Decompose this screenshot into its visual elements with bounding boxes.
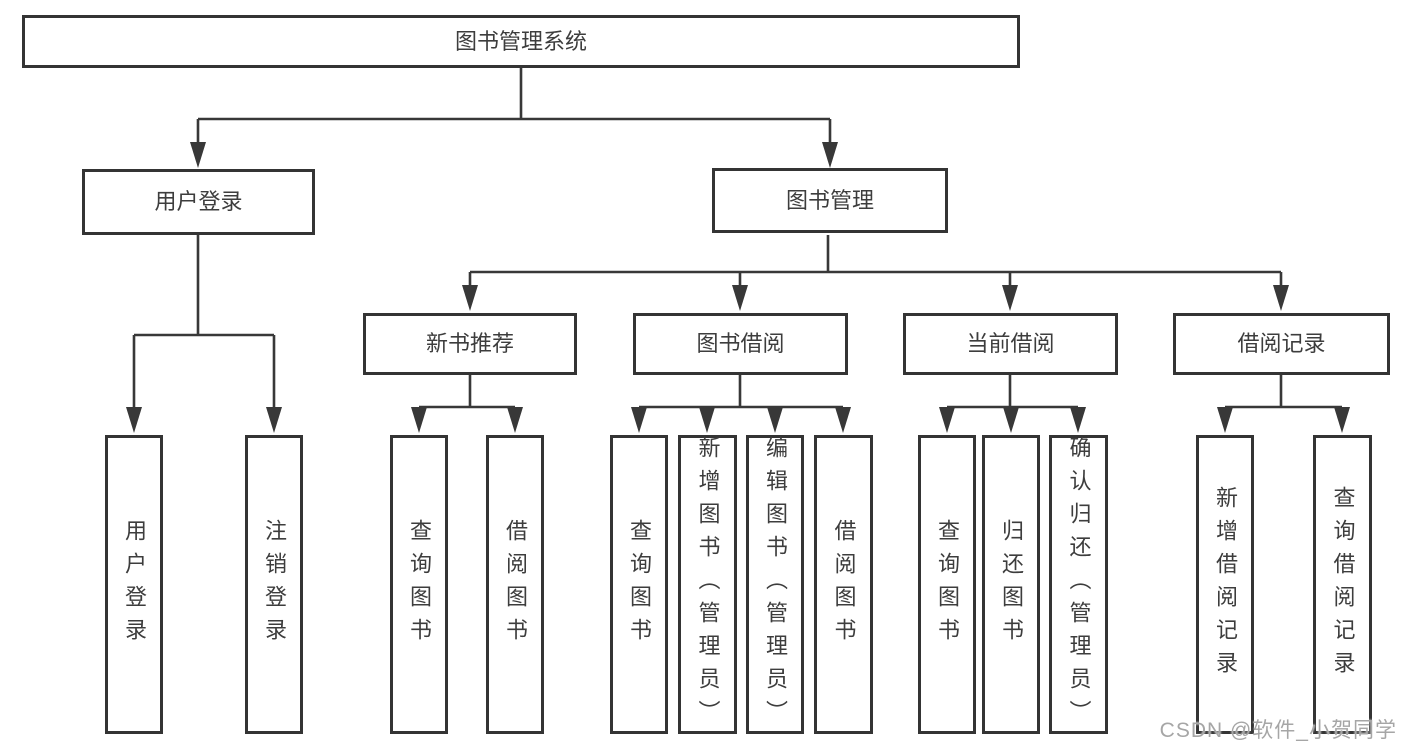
group-borrow-record-box: 借阅记录 xyxy=(1173,313,1390,375)
group-book-borrow-box: 图书借阅 xyxy=(633,313,848,375)
branch-book-management-label: 图书管理 xyxy=(785,187,874,213)
leaf-query-book-2-label: 查询图书 xyxy=(627,518,652,651)
leaf-user-login-box: 用户登录 xyxy=(105,435,163,734)
leaf-query-book-3-label: 查询图书 xyxy=(935,518,960,651)
group-new-book-recommend-label: 新书推荐 xyxy=(425,331,514,356)
root-box-library-system: 图书管理系统 xyxy=(22,15,1020,68)
branch-user-login-box: 用户登录 xyxy=(82,169,315,235)
leaf-query-borrow-record-box: 查询借阅记录 xyxy=(1313,435,1372,734)
leaf-logout-label: 注销登录 xyxy=(262,518,287,651)
leaf-add-borrow-record-box: 新增借阅记录 xyxy=(1196,435,1254,734)
leaf-add-borrow-record-label: 新增借阅记录 xyxy=(1213,485,1238,684)
leaf-query-borrow-record-label: 查询借阅记录 xyxy=(1330,485,1356,684)
leaf-add-book-admin-label: 新增图书（管理员） xyxy=(695,436,721,733)
leaf-user-login-label: 用户登录 xyxy=(122,518,147,651)
group-current-borrow-box: 当前借阅 xyxy=(903,313,1118,375)
leaf-query-book-3-box: 查询图书 xyxy=(918,435,976,734)
branch-user-login-label: 用户登录 xyxy=(154,189,243,214)
leaf-return-book-box: 归还图书 xyxy=(982,435,1040,734)
leaf-edit-book-admin-box: 编辑图书（管理员） xyxy=(746,435,804,734)
leaf-return-book-label: 归还图书 xyxy=(999,518,1024,651)
csdn-watermark: CSDN @软件_小贺同学 xyxy=(1159,719,1397,742)
leaf-query-book-2-box: 查询图书 xyxy=(610,435,668,734)
leaf-borrow-book-1-box: 借阅图书 xyxy=(486,435,544,734)
leaf-confirm-return-admin-box: 确认归还（管理员） xyxy=(1049,435,1108,734)
branch-book-management-box: 图书管理 xyxy=(712,168,948,233)
leaf-query-book-1-label: 查询图书 xyxy=(407,518,432,651)
group-current-borrow-label: 当前借阅 xyxy=(966,331,1055,356)
group-new-book-recommend-box: 新书推荐 xyxy=(363,313,577,375)
leaf-query-book-1-box: 查询图书 xyxy=(390,435,448,734)
leaf-borrow-book-2-box: 借阅图书 xyxy=(814,435,873,734)
leaf-logout-box: 注销登录 xyxy=(245,435,303,734)
group-borrow-record-label: 借阅记录 xyxy=(1237,331,1326,356)
leaf-add-book-admin-box: 新增图书（管理员） xyxy=(678,435,737,734)
leaf-borrow-book-1-label: 借阅图书 xyxy=(503,518,528,651)
group-book-borrow-label: 图书借阅 xyxy=(696,331,785,356)
leaf-borrow-book-2-label: 借阅图书 xyxy=(831,518,857,651)
leaf-confirm-return-admin-label: 确认归还（管理员） xyxy=(1066,436,1092,733)
root-label: 图书管理系统 xyxy=(454,28,587,54)
leaf-edit-book-admin-label: 编辑图书（管理员） xyxy=(763,436,788,733)
